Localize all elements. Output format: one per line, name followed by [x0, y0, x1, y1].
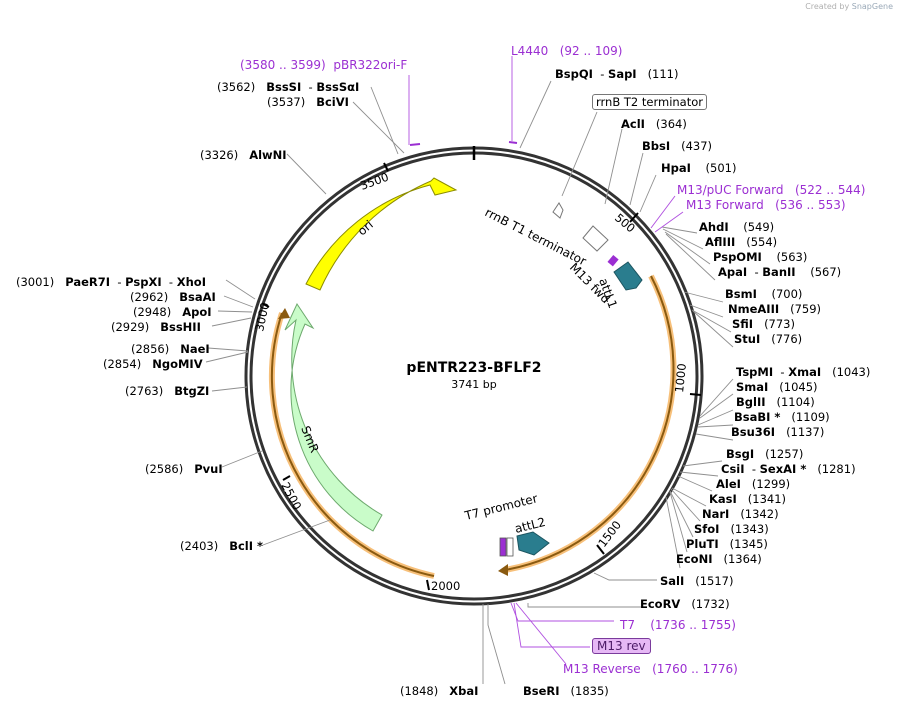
orf-arc-left [270, 312, 435, 577]
site-kasi[interactable]: KasI (1341) [709, 492, 787, 506]
primer-pbr322ori-f[interactable]: (3580 .. 3599) pBR322ori-F [240, 58, 408, 72]
site-bbsi[interactable]: BbsI (437) [642, 139, 713, 153]
orf-arrowhead-right [498, 564, 508, 576]
primer-l4440[interactable]: L4440 (92 .. 109) [511, 44, 623, 58]
site-ecorv[interactable]: EcoRV (1732) [640, 597, 730, 611]
site-bsssi[interactable]: (3562) BssSI - BssSαI [217, 80, 360, 94]
plasmid-name: pENTR223-BFLF2 [406, 360, 541, 376]
site-apoi[interactable]: (2948) ApoI [133, 305, 212, 319]
site-bseri[interactable]: BseRI (1835) [523, 684, 609, 698]
site-pvui[interactable]: (2586) PvuI [145, 462, 223, 476]
primer-m13-rev[interactable]: M13 rev [592, 638, 651, 654]
primer-m13-puc-forward[interactable]: M13/pUC Forward (522 .. 544) [677, 183, 866, 197]
site-bcivi[interactable]: (3537) BciVI [267, 95, 349, 109]
site-stui[interactable]: StuI (776) [734, 332, 803, 346]
site-alwni[interactable]: (3326) AlwNI [200, 148, 287, 162]
rrnb-t2-label[interactable]: rrnB T2 terminator [592, 94, 707, 110]
site-ngomiv[interactable]: (2854) NgoMIV [103, 357, 203, 371]
site-paer7i[interactable]: (3001) PaeR7I - PspXI - XhoI [16, 275, 206, 289]
site-bsaai[interactable]: (2962) BsaAI [130, 290, 216, 304]
primer-m13-forward[interactable]: M13 Forward (536 .. 553) [686, 198, 846, 212]
site-sfii[interactable]: SfiI (773) [732, 317, 795, 331]
svg-text:2000: 2000 [431, 579, 460, 593]
site-acli[interactable]: AclI (364) [621, 117, 687, 131]
site-apai[interactable]: ApaI - BanII (567) [718, 265, 842, 279]
l4440-primer-mark [508, 141, 518, 144]
m13-fwd-mark [607, 255, 619, 267]
smr-feature [284, 302, 383, 532]
primer-leaders [408, 56, 684, 665]
site-alei[interactable]: AleI (1299) [716, 477, 791, 491]
site-hpai[interactable]: HpaI (501) [661, 161, 737, 175]
primer-t7[interactable]: T7 (1736 .. 1755) [620, 618, 736, 632]
tick-2000: 2000 [426, 579, 460, 593]
orf-arrowhead-left [278, 308, 290, 319]
orf-arc-right [504, 275, 675, 571]
site-afliii[interactable]: AflIII (554) [705, 235, 778, 249]
ori-feature [305, 177, 458, 291]
plasmid-length: 3741 bp [451, 378, 496, 391]
leader-lines [205, 80, 734, 685]
t7-primer-mark [499, 537, 507, 557]
rrnb-t1-feature [582, 225, 609, 252]
attl2-feature [516, 531, 550, 556]
attl1-feature [613, 261, 643, 291]
site-sali[interactable]: SalI (1517) [660, 574, 734, 588]
site-bsgi[interactable]: BsgI (1257) [726, 447, 804, 461]
site-pluti[interactable]: PluTI (1345) [686, 537, 768, 551]
svg-text:3000: 3000 [252, 301, 272, 333]
rrnb-t2-feature [552, 202, 564, 219]
site-tspmi[interactable]: TspMI - XmaI (1043) [736, 365, 871, 379]
snapgene-logo: SnapGene [851, 2, 893, 11]
site-btgzi[interactable]: (2763) BtgZI [125, 384, 210, 398]
site-bsshii[interactable]: (2929) BssHII [111, 320, 201, 334]
site-nari[interactable]: NarI (1342) [702, 507, 779, 521]
site-ahdi[interactable]: AhdI (549) [699, 220, 775, 234]
snapgene-watermark: Created by SnapGene [805, 2, 893, 11]
site-sfoi[interactable]: SfoI (1343) [694, 522, 769, 536]
site-bsabi[interactable]: BsaBI * (1109) [734, 410, 830, 424]
site-bcli[interactable]: (2403) BclI * [180, 539, 264, 553]
site-bglii[interactable]: BglII (1104) [736, 395, 815, 409]
site-bspqi[interactable]: BspQI - SapI (111) [555, 67, 679, 81]
site-csii[interactable]: CsiI - SexAI * (1281) [721, 462, 856, 476]
site-smai[interactable]: SmaI (1045) [736, 380, 818, 394]
site-naei[interactable]: (2856) NaeI [131, 342, 210, 356]
t7-promoter-feature [506, 537, 514, 557]
site-bsu36i[interactable]: Bsu36I (1137) [731, 425, 825, 439]
pbr322-primer-mark [409, 143, 421, 146]
primer-m13-reverse[interactable]: M13 Reverse (1760 .. 1776) [563, 662, 738, 676]
site-nmeaiii[interactable]: NmeAIII (759) [728, 302, 822, 316]
tick-1000: 1000 [672, 363, 702, 396]
site-xbai[interactable]: (1848) XbaI [400, 684, 479, 698]
tick-3000: 3000 [252, 301, 272, 333]
site-pspomi[interactable]: PspOMI (563) [713, 250, 808, 264]
site-econi[interactable]: EcoNI (1364) [676, 552, 762, 566]
site-bsmi[interactable]: BsmI (700) [725, 287, 803, 301]
svg-text:1000: 1000 [672, 363, 689, 394]
